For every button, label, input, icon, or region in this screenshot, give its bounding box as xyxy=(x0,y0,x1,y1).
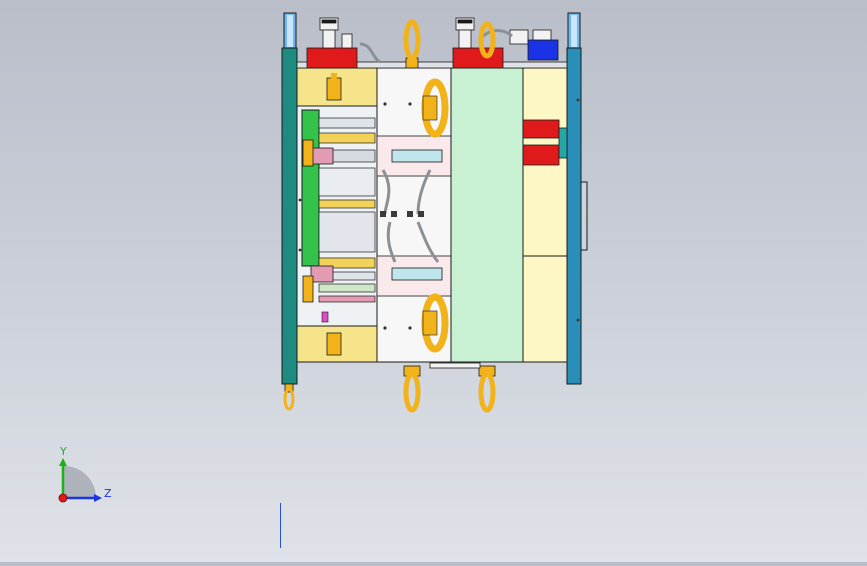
hydraulic-cylinder-top xyxy=(302,139,334,167)
mold-bottom-clamp-plate xyxy=(566,47,582,385)
hose-fittings xyxy=(380,211,424,217)
coordinate-triad: Y Z xyxy=(58,445,112,503)
bottom-bar xyxy=(429,362,481,369)
ejector-plate xyxy=(301,109,320,267)
hydraulic-cylinder-bottom xyxy=(302,265,334,303)
water-valve-right xyxy=(452,17,504,69)
slide-unit-bottom xyxy=(376,255,458,297)
hoist-ring-top-b xyxy=(478,21,496,59)
ejector-rods xyxy=(318,117,376,303)
solenoid-valve xyxy=(509,29,559,61)
water-valve-left xyxy=(306,17,358,69)
hoist-ring-bottom-b xyxy=(478,365,496,413)
pink-marker xyxy=(321,311,329,323)
hoist-ring-top-a xyxy=(403,19,421,69)
hoist-ring-side-top xyxy=(421,78,449,138)
spacer-block xyxy=(522,67,568,363)
b-plate xyxy=(450,67,524,363)
locating-ring xyxy=(580,181,588,251)
bottom-hook-left xyxy=(283,383,295,411)
hoist-ring-top-block xyxy=(326,73,342,101)
y-axis-label: Y xyxy=(59,445,67,458)
hoist-ring-bottom-block xyxy=(326,332,342,356)
slide-unit-top xyxy=(376,135,458,177)
triad-origin xyxy=(58,493,68,503)
left-guide-pillar xyxy=(283,12,297,50)
z-axis-label: Z xyxy=(104,487,112,500)
text-cursor-line xyxy=(280,503,281,548)
hoist-ring-bottom-a xyxy=(403,365,421,413)
top-rail xyxy=(296,61,568,69)
water-manifold-red xyxy=(522,119,568,166)
mold-top-clamp-plate xyxy=(281,47,298,385)
right-guide-pillar xyxy=(567,12,581,50)
triad-plane-shade xyxy=(64,466,96,498)
a-plate xyxy=(376,67,452,363)
hoist-ring-side-bottom xyxy=(421,293,449,353)
bolt-heads xyxy=(298,98,580,330)
